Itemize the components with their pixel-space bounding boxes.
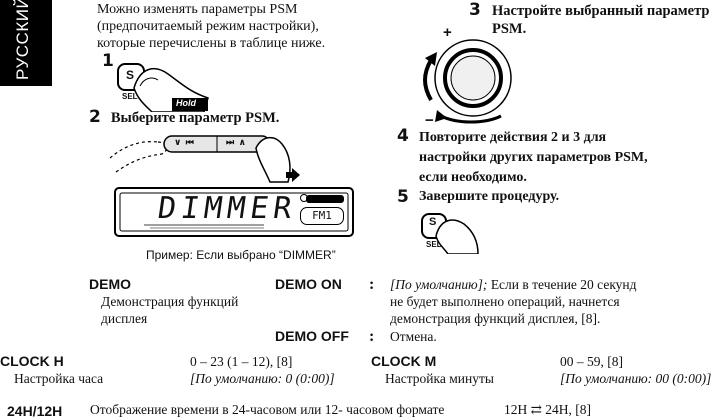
sel-button-label: SEL xyxy=(122,92,138,101)
display-illustration: DIMMER FM1 xyxy=(114,185,354,239)
intro-line: которые перечислены в таблице ниже. xyxy=(97,36,326,51)
h24-label: 24H/12H xyxy=(7,403,63,419)
step-1-number: 1 xyxy=(102,51,114,71)
step-4-line: Повторите действия 2 и 3 для xyxy=(419,130,607,145)
lcd-display-icon xyxy=(114,187,354,237)
clock-h-label: CLOCK H xyxy=(0,353,64,369)
h24-description: Отображение времени в 24-часовом или 12-… xyxy=(90,402,445,417)
clock-m-label: CLOCK M xyxy=(371,353,437,369)
demo-off-description: Отмена. xyxy=(390,329,437,344)
demo-description-line: Демонстрация функций xyxy=(101,294,239,309)
clock-h-range: 0 – 23 (1 – 12), [8] xyxy=(190,354,293,369)
clock-m-default: [По умолчанию: 00 (0:00)] xyxy=(560,371,712,386)
step-2-text: Выберите параметр PSM. xyxy=(110,110,280,126)
step-4-line: если необходимо. xyxy=(419,170,527,185)
display-caption: Пример: Если выбрано “DIMMER” xyxy=(146,248,336,262)
step-3-line: PSM. xyxy=(492,21,527,37)
clock-h-description: Настройка часа xyxy=(14,371,104,386)
intro-line: Можно изменять параметры PSM xyxy=(97,2,298,17)
clock-h-default: [По умолчанию: 0 (0:00)] xyxy=(190,371,335,386)
control-dial-illustration: + − xyxy=(417,24,527,129)
demo-description-line: дисплея xyxy=(101,311,148,326)
dial-minus: − xyxy=(425,112,434,129)
demo-on-line: демонстрация функций дисплея, [8]. xyxy=(390,311,601,326)
button-right-label: ⏭ ∧ xyxy=(226,137,247,147)
step-4-line: настройки других параметров PSM, xyxy=(419,150,648,165)
sel-button-icon xyxy=(117,63,209,113)
sel-button-s: S xyxy=(126,68,135,82)
sel-button-icon xyxy=(421,213,479,255)
up-down-button-icon xyxy=(109,135,300,183)
sel-button-s: S xyxy=(429,216,437,228)
demo-on-default: [По умолчанию]; xyxy=(390,277,488,292)
dial-plus: + xyxy=(443,24,452,41)
step-5-number: 5 xyxy=(397,187,409,207)
step-2-number: 2 xyxy=(89,107,101,127)
intro-text: Можно изменять параметры PSM (предпочита… xyxy=(97,1,325,52)
demo-on-description: [По умолчанию]; Если в течение 20 секунд… xyxy=(390,276,728,327)
language-tab-label: РУССКИЙ xyxy=(13,0,32,80)
step-5-illustration: S SEL xyxy=(420,210,480,255)
step-4-number: 4 xyxy=(397,126,409,146)
language-tab: РУССКИЙ xyxy=(0,0,52,86)
step-3-number: 3 xyxy=(469,0,481,20)
step-5-text: Завершите процедуру. xyxy=(419,189,560,204)
demo-on-line: не будет выполнено операций, начнется xyxy=(390,294,620,309)
clock-m-description: Настройка минуты xyxy=(385,371,494,386)
demo-on-label: DEMO ON xyxy=(275,276,342,292)
display-band: FM1 xyxy=(300,207,344,225)
clock-m-range: 00 – 59, [8] xyxy=(560,354,623,369)
demo-on-colon: : xyxy=(369,276,375,293)
button-left-label: ∨ ⏮ xyxy=(174,137,195,147)
step-1-illustration: S SEL Hold xyxy=(112,58,222,113)
demo-label: DEMO xyxy=(89,276,131,292)
intro-line: (предпочитаемый режим настройки), xyxy=(97,19,319,34)
h24-value: 12H ⇄ 24H, [8] xyxy=(504,402,592,417)
hold-label: Hold xyxy=(176,98,196,108)
step-3-text: Настройте выбранный параметр PSM. xyxy=(492,2,709,38)
demo-on-line: Если в течение 20 секунд xyxy=(487,277,637,292)
step-3-heading: 3 xyxy=(469,0,481,20)
step-4-text: Повторите действия 2 и 3 для настройки д… xyxy=(419,128,648,188)
demo-off-label: DEMO OFF xyxy=(275,328,349,344)
up-down-button-illustration: ∨ ⏮ ⏭ ∧ xyxy=(106,128,306,184)
step-2-heading: 2 Выберите параметр PSM. xyxy=(89,107,279,127)
control-dial-icon xyxy=(423,39,512,124)
sel-button-label: SEL xyxy=(426,240,442,249)
display-main-text: DIMMER xyxy=(155,191,299,226)
step-3-line: Настройте выбранный параметр xyxy=(492,3,710,19)
demo-description: Демонстрация функций дисплея xyxy=(101,293,238,327)
demo-off-colon: : xyxy=(369,328,375,345)
